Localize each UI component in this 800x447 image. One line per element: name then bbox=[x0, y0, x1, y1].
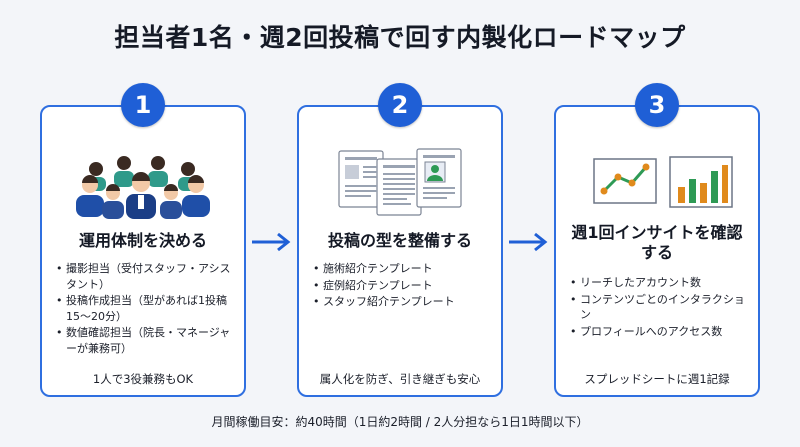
step-card-1: 運用体制を決める 撮影担当（受付スタッフ・アシスタント） 投稿作成担当（型があれ… bbox=[40, 105, 246, 397]
step-number-badge: 3 bbox=[635, 83, 679, 127]
step-note: スプレッドシートに週1記録 bbox=[584, 372, 730, 386]
step-item-list: リーチしたアカウント数 コンテンツごとのインタラクション プロフィールへのアクセ… bbox=[570, 275, 750, 340]
step-number-badge: 2 bbox=[378, 83, 422, 127]
step-note: 1人で3役兼務もOK bbox=[92, 372, 194, 386]
list-item: 投稿作成担当（型があれば1投稿15〜20分） bbox=[56, 293, 236, 324]
list-item: 数値確認担当（院長・マネージャーが兼務可） bbox=[56, 325, 236, 356]
document-templates-icon bbox=[299, 137, 501, 225]
people-group-icon bbox=[42, 137, 244, 225]
list-item: プロフィールへのアクセス数 bbox=[570, 324, 750, 340]
list-item: 撮影担当（受付スタッフ・アシスタント） bbox=[56, 261, 236, 292]
list-item: スタッフ紹介テンプレート bbox=[313, 294, 493, 310]
charts-icon bbox=[556, 137, 758, 225]
list-item: 症例紹介テンプレート bbox=[313, 278, 493, 294]
step-item-list: 施術紹介テンプレート 症例紹介テンプレート スタッフ紹介テンプレート bbox=[313, 261, 493, 311]
list-item: 施術紹介テンプレート bbox=[313, 261, 493, 277]
step-title: 週1回インサイトを確認する bbox=[571, 223, 743, 262]
step-card-3: 週1回インサイトを確認する リーチしたアカウント数 コンテンツごとのインタラクシ… bbox=[554, 105, 760, 397]
monthly-workload-note: 月間稼働目安：約40時間（1日約2時間 / 2人分担なら1日1時間以下） bbox=[211, 415, 589, 429]
list-item: リーチしたアカウント数 bbox=[570, 275, 750, 291]
step-item-list: 撮影担当（受付スタッフ・アシスタント） 投稿作成担当（型があれば1投稿15〜20… bbox=[56, 261, 236, 357]
page-title: 担当者1名・週2回投稿で回す内製化ロードマップ bbox=[114, 23, 686, 52]
step-note: 属人化を防ぎ、引き継ぎも安心 bbox=[319, 372, 481, 386]
step-title: 運用体制を決める bbox=[78, 231, 207, 250]
step-number-badge: 1 bbox=[121, 83, 165, 127]
list-item: コンテンツごとのインタラクション bbox=[570, 292, 750, 323]
arrow-right-icon bbox=[252, 232, 291, 252]
step-title: 投稿の型を整備する bbox=[327, 231, 472, 250]
step-card-2: 投稿の型を整備する 施術紹介テンプレート 症例紹介テンプレート スタッフ紹介テン… bbox=[297, 105, 503, 397]
arrow-right-icon bbox=[509, 232, 548, 252]
